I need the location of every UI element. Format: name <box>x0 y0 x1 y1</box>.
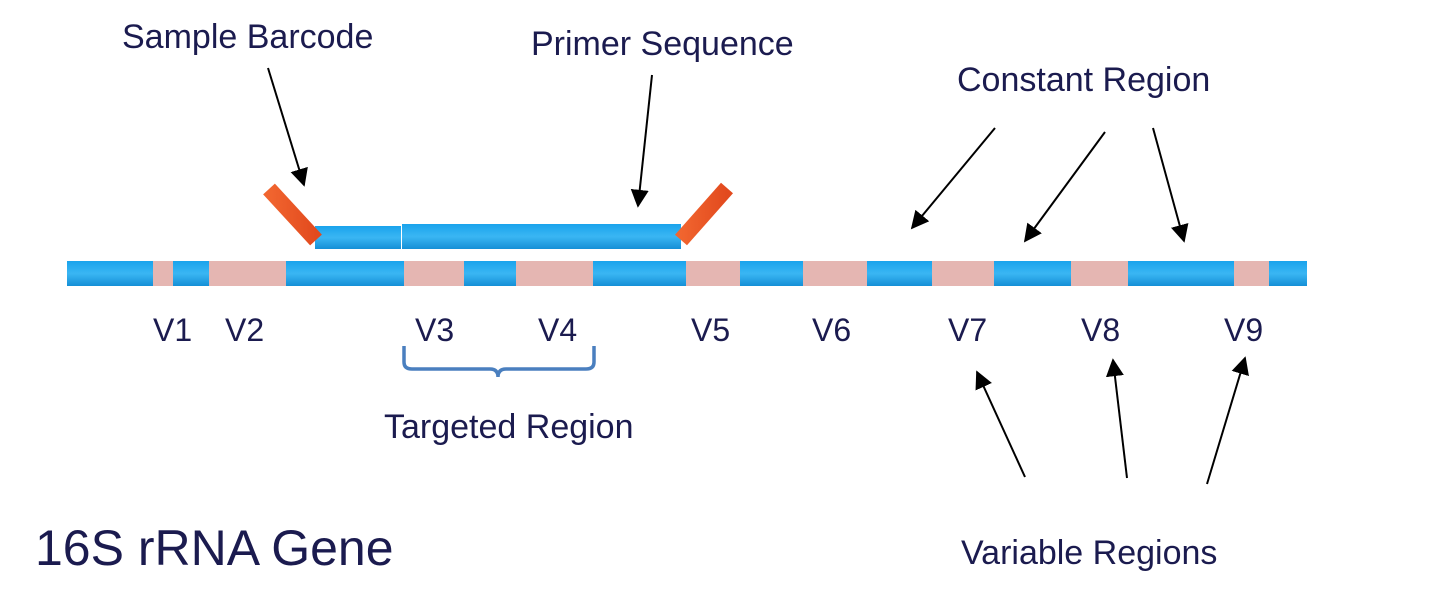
sample-barcode-label: Sample Barcode <box>122 18 374 56</box>
arrow-primer-sequence <box>630 74 653 208</box>
variable-region-v2 <box>209 261 286 286</box>
primer-sequence-label: Primer Sequence <box>531 25 794 63</box>
variable-region-v3 <box>404 261 464 286</box>
v5-label: V5 <box>691 312 731 348</box>
variable-region-v9 <box>1234 261 1269 286</box>
gene-title: 16S rRNA Gene <box>35 520 394 576</box>
v8-label: V8 <box>1081 312 1121 348</box>
targeted-region-bracket <box>402 346 596 378</box>
v6-label: V6 <box>812 312 852 348</box>
arrow-constant-3 <box>1152 127 1189 243</box>
arrow-variable-v9 <box>1206 356 1249 485</box>
v1-label: V1 <box>153 312 193 348</box>
v4-label: V4 <box>538 312 578 348</box>
primer-bar-right <box>402 224 681 249</box>
variable-region-v1 <box>153 261 173 286</box>
constant-region-label: Constant Region <box>957 61 1211 99</box>
variable-region-v5 <box>686 261 740 286</box>
variable-region-v8 <box>1071 261 1128 286</box>
variable-region-v7 <box>932 261 994 286</box>
arrow-sample-barcode <box>267 67 308 187</box>
v9-label: V9 <box>1224 312 1264 348</box>
variable-region-v6 <box>803 261 867 286</box>
v7-label: V7 <box>948 312 988 348</box>
variable-regions-label: Variable Regions <box>961 534 1218 572</box>
primer-bar-left <box>315 226 401 249</box>
v3-label: V3 <box>415 312 455 348</box>
arrow-constant-1 <box>910 127 996 230</box>
barcode-right <box>675 182 733 246</box>
barcode-left <box>263 183 322 246</box>
arrow-constant-2 <box>1023 131 1106 243</box>
variable-region-v4 <box>516 261 593 286</box>
arrow-variable-v7 <box>975 370 1026 478</box>
arrow-variable-v8 <box>1105 358 1128 479</box>
targeted-region-label: Targeted Region <box>384 408 634 446</box>
v2-label: V2 <box>225 312 265 348</box>
